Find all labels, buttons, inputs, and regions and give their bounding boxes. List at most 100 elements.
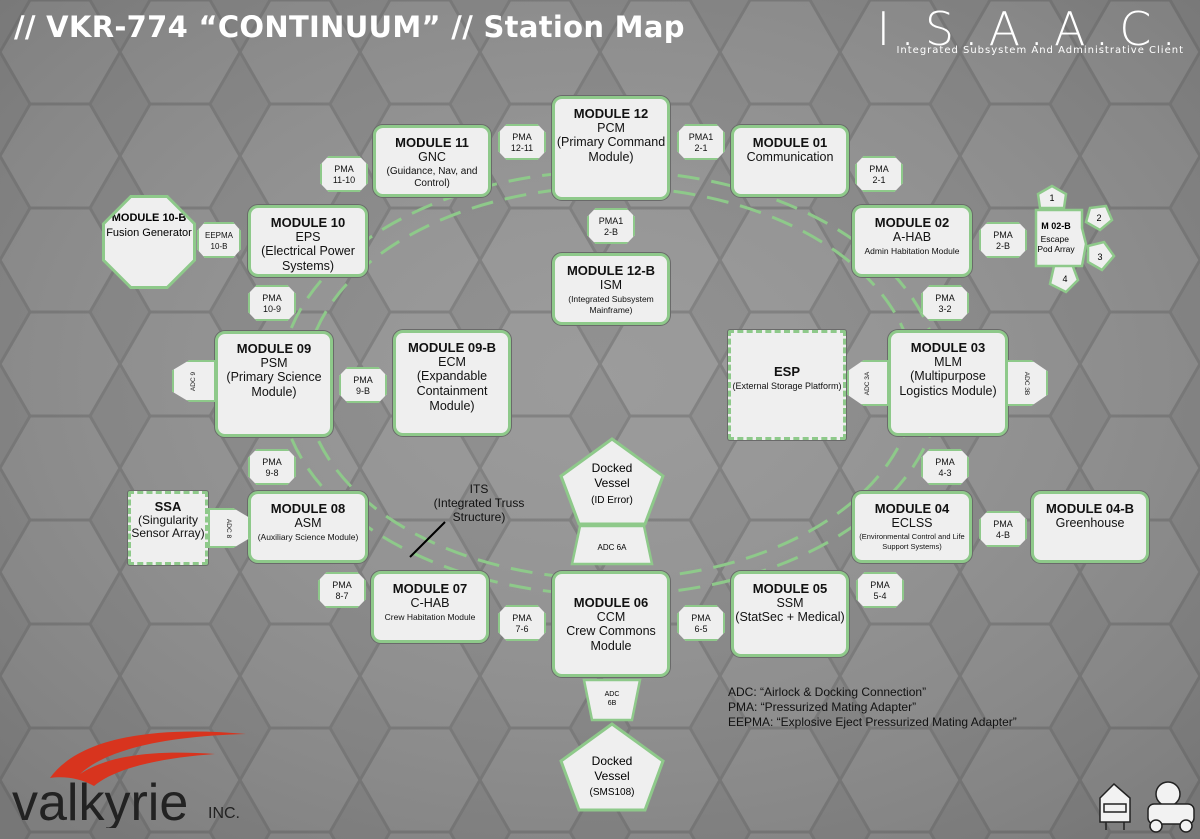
module-02[interactable]: MODULE 02 A-HAB Admin Habitation Module [852,205,972,277]
mascot-icon [1147,781,1195,833]
company-name: valkyrie [12,774,188,828]
page-title: // VKR-774 “CONTINUUM” // Station Map [14,10,685,44]
esp-platform[interactable]: ESP (External Storage Platform) [728,330,846,440]
module-desc: (External Storage Platform) [732,381,842,391]
module-10b[interactable]: MODULE 10-B Fusion Generator [102,195,196,289]
module-title: MODULE 09 [236,341,312,356]
module-12b[interactable]: MODULE 12-B ISM (Integrated Subsystem Ma… [552,253,670,325]
module-05[interactable]: MODULE 05 SSM (StatSec + Medical) [731,571,849,657]
module-desc: (Environmental Control and Life Support … [859,532,965,551]
fables-table-icon [1099,782,1131,830]
pod-2 [1084,204,1114,232]
docked-vessel-top[interactable]: Docked Vessel (ID Error) ADC 6A [556,436,668,574]
ssa-array[interactable]: SSA (Singularity Sensor Array) [128,491,208,565]
adc-3b[interactable]: ADC 3B [1006,360,1048,406]
module-02b-pod-array[interactable]: 1 2 3 4 M 02-B Escape Pod Array [1028,180,1124,298]
its-desc: (Integrated Truss Structure) [433,496,525,524]
its-title: ITS [469,482,489,496]
module-desc: (Auxiliary Science Module) [257,532,359,542]
adc-3a[interactable]: ADC 3A [847,360,889,406]
docked-id: (SMS108) [589,787,634,798]
pod-label-2: 2 [1096,213,1101,223]
docked-id: (ID Error) [591,495,633,506]
module-title: MODULE 10 [270,215,346,230]
module-title: MODULE 02 [874,215,950,230]
module-title: MODULE 08 [270,501,346,516]
module-12[interactable]: MODULE 12 PCM (Primary Command Module) [552,96,670,200]
docked-vessel-bottom[interactable]: ADC 6B Docked Vessel (SMS108) [556,676,668,830]
module-abbr: C-HAB [410,596,450,610]
adc-6a-label: ADC 6A [598,543,628,552]
pod-label-3: 3 [1097,252,1102,262]
module-abbr: EPS [295,230,321,244]
module-11[interactable]: MODULE 11 GNC (Guidance, Nav, and Contro… [373,125,491,197]
pod-3 [1086,240,1116,272]
module-abbr: CCM [596,610,626,624]
module-title: MODULE 12-B [566,263,656,278]
module-09[interactable]: MODULE 09 PSM (Primary Science Module) [215,331,333,437]
module-07[interactable]: MODULE 07 C-HAB Crew Habitation Module [371,571,489,643]
module-desc: Escape Pod Array [1037,234,1075,254]
module-abbr: PSM [260,356,288,370]
module-title: MODULE 01 [752,135,828,150]
module-abbr: Communication [746,150,834,164]
adc-6b-label-2: 6B [608,700,617,707]
module-desc: Crew Commons Module [566,624,656,653]
module-03[interactable]: MODULE 03 MLM (Multipurpose Logistics Mo… [888,330,1008,436]
module-abbr: ECLSS [891,516,933,530]
adc-6a [570,524,654,566]
pod-label-4: 4 [1062,274,1067,284]
module-abbr: GNC [418,150,446,164]
module-06[interactable]: MODULE 06 CCM Crew Commons Module [552,571,670,677]
its-label: ITS (Integrated Truss Structure) [424,482,534,524]
valkyrie-logo: valkyrie INC. [12,731,246,828]
module-desc-2: Pod Array [1037,244,1075,254]
module-desc: (Primary Science Module) [226,370,322,399]
module-09b[interactable]: MODULE 09-B ECM (Expandable Containment … [393,330,511,436]
legend: ADC: “Airlock & Docking Connection” PMA:… [728,685,1017,730]
module-desc: (Electrical Power Systems) [261,244,355,273]
module-abbr: PCM [597,121,625,135]
docked-title-1: Docked [592,754,633,768]
adc-9[interactable]: ADC 9 [172,360,216,402]
module-08[interactable]: MODULE 08 ASM (Auxiliary Science Module) [248,491,368,563]
module-01[interactable]: MODULE 01 Communication [731,125,849,197]
module-abbr: A-HAB [892,230,932,244]
docked-title-2: Vessel [594,769,629,783]
module-desc: (Singularity Sensor Array) [131,513,205,540]
module-desc: Crew Habitation Module [384,612,476,622]
adc-8[interactable]: ADC 8 [208,508,250,548]
module-title: MODULE 04-B [1045,501,1135,516]
module-04b[interactable]: MODULE 04-B Greenhouse [1031,491,1149,563]
pod-hub [1034,208,1088,268]
module-abbr: SSM [776,596,804,610]
module-desc-1: Escape [1041,234,1070,244]
module-title: MODULE 09-B [407,340,497,355]
module-04[interactable]: MODULE 04 ECLSS (Environmental Control a… [852,491,972,563]
module-title: SSA [154,499,182,514]
module-abbr: Greenhouse [1055,516,1125,530]
module-desc: (Guidance, Nav, and Control) [386,166,478,189]
module-desc: Admin Habitation Module [864,246,960,256]
adc-label: ADC 8 [225,518,233,538]
module-10[interactable]: MODULE 10 EPS (Electrical Power Systems) [248,205,368,277]
legend-item: EEPMA: “Explosive Eject Pressurized Mati… [728,715,1017,729]
module-abbr: MLM [934,355,962,369]
